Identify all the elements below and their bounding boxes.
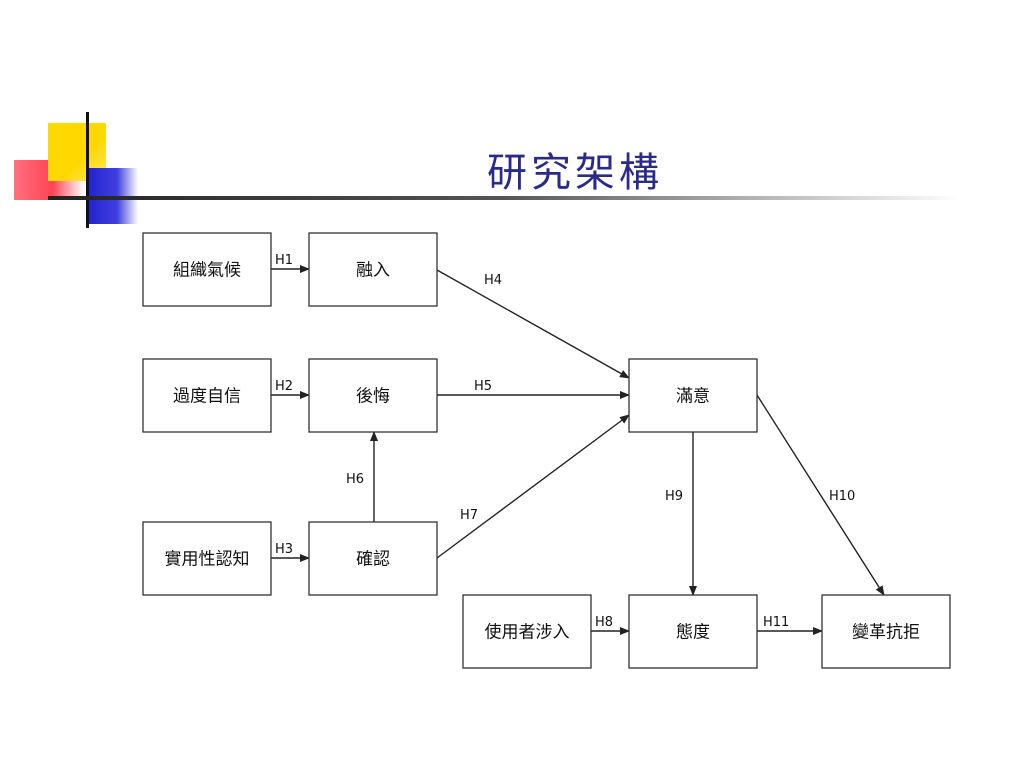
edge-arrow xyxy=(436,414,630,559)
edge-h4: H4 xyxy=(436,269,630,379)
edge-h6: H6 xyxy=(346,431,378,522)
edge-h1: H1 xyxy=(271,253,310,273)
edge-label: H6 xyxy=(346,472,364,487)
edge-label: H9 xyxy=(665,489,683,504)
edge-label: H4 xyxy=(484,273,502,288)
edge-label: H2 xyxy=(275,379,293,394)
node-label: 後悔 xyxy=(356,387,390,407)
node-label: 組織氣候 xyxy=(173,261,241,281)
edge-arrow xyxy=(436,269,630,379)
node-label: 確認 xyxy=(356,550,390,570)
node-label: 變革抗拒 xyxy=(852,623,920,643)
node-box xyxy=(142,232,272,307)
edge-label: H8 xyxy=(595,615,613,630)
edge-label: H11 xyxy=(763,615,789,630)
node-label: 實用性認知 xyxy=(165,550,250,570)
node-engagement: 融入 xyxy=(308,232,438,307)
node-perceived-usefulness: 實用性認知 xyxy=(142,521,272,596)
node-box xyxy=(142,521,272,596)
title-underline xyxy=(48,196,960,200)
node-box xyxy=(628,594,758,669)
node-overconfidence: 過度自信 xyxy=(142,358,272,433)
edge-label: H7 xyxy=(460,508,478,523)
edge-label: H3 xyxy=(275,542,293,557)
edge-h2: H2 xyxy=(271,379,310,399)
node-box xyxy=(462,594,592,669)
decor-vertical-line xyxy=(86,112,89,228)
node-label: 融入 xyxy=(356,261,390,281)
node-user-involvement: 使用者涉入 xyxy=(462,594,592,669)
edge-label: H10 xyxy=(829,489,855,504)
node-box xyxy=(308,232,438,307)
node-regret: 後悔 xyxy=(308,358,438,433)
edge-h10: H10 xyxy=(756,394,885,596)
edge-h8: H8 xyxy=(591,615,630,635)
edge-label: H1 xyxy=(275,253,293,268)
edge-h5: H5 xyxy=(437,379,630,399)
node-box xyxy=(821,594,951,669)
node-label: 態度 xyxy=(676,623,710,643)
edge-h9: H9 xyxy=(665,432,697,596)
edge-label: H5 xyxy=(474,379,492,394)
node-org-climate: 組織氣候 xyxy=(142,232,272,307)
node-confirmation: 確認 xyxy=(308,521,438,596)
node-box xyxy=(308,358,438,433)
node-resistance-to-change: 變革抗拒 xyxy=(821,594,951,669)
edge-arrow xyxy=(756,394,885,596)
node-box xyxy=(308,521,438,596)
edge-h3: H3 xyxy=(271,542,310,562)
node-box xyxy=(142,358,272,433)
node-box xyxy=(628,358,758,433)
node-label: 使用者涉入 xyxy=(485,622,570,643)
edge-h7: H7 xyxy=(436,414,630,559)
node-satisfaction: 滿意 xyxy=(628,358,758,433)
node-label: 滿意 xyxy=(676,387,710,407)
edge-h11: H11 xyxy=(757,615,823,635)
node-attitude: 態度 xyxy=(628,594,758,669)
node-label: 過度自信 xyxy=(173,387,241,407)
slide-title: 研究架構 xyxy=(487,150,663,196)
